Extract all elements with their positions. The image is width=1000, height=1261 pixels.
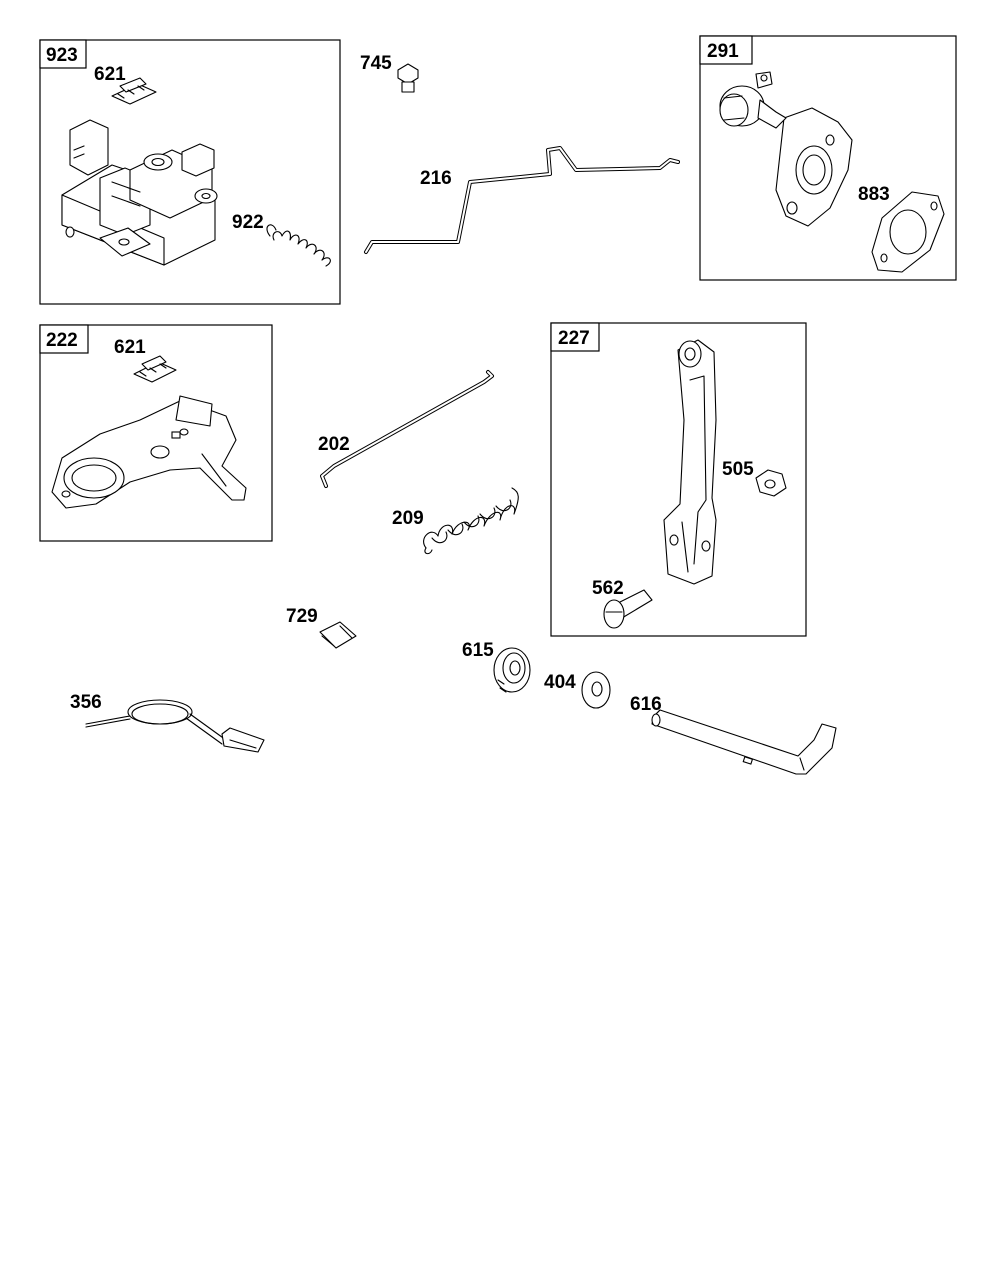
callout-404: 404	[544, 672, 576, 693]
callout-356: 356	[70, 692, 102, 713]
callout-621-b: 621	[114, 337, 146, 358]
part-291-choke-assembly	[719, 71, 853, 227]
assembly-box-222: 222	[39, 324, 273, 542]
callout-745: 745	[360, 53, 392, 74]
callout-616: 616	[630, 694, 662, 715]
part-222-control-bracket	[51, 395, 247, 509]
assembly-box-227: 227	[550, 322, 807, 637]
part-621-clip-b	[133, 355, 177, 383]
part-621-clip-a	[111, 77, 157, 105]
assembly-box-291: 291	[699, 35, 957, 281]
part-562-bolt	[603, 589, 653, 629]
box-222-number: 222	[46, 330, 78, 351]
part-505-nut	[755, 469, 787, 497]
part-227-governor-lever	[663, 339, 717, 585]
callout-729: 729	[286, 606, 318, 627]
part-202-governor-link	[320, 370, 494, 488]
callout-209: 209	[392, 508, 424, 529]
callout-621-a: 621	[94, 64, 126, 85]
callout-216: 216	[420, 168, 452, 189]
part-356-ground-wire	[85, 699, 265, 753]
part-216-link	[364, 146, 680, 254]
part-923-governor-control-bracket	[61, 119, 218, 266]
part-209-spring	[423, 487, 519, 555]
part-615-bushing	[493, 647, 531, 693]
part-616-shaft	[651, 709, 837, 775]
box-291-number: 291	[707, 41, 739, 62]
part-922-spring	[266, 224, 331, 267]
callout-202: 202	[318, 434, 350, 455]
part-404-washer	[581, 671, 611, 709]
part-745-screw	[397, 63, 419, 93]
box-227-number: 227	[558, 328, 590, 349]
callout-615: 615	[462, 640, 494, 661]
callout-562: 562	[592, 578, 624, 599]
part-883-gasket	[871, 191, 945, 273]
callout-505: 505	[722, 459, 754, 480]
callout-922: 922	[232, 212, 264, 233]
callout-883: 883	[858, 184, 890, 205]
part-729-clip	[319, 621, 357, 649]
box-923-number: 923	[46, 45, 78, 66]
assembly-box-923: 923	[39, 39, 341, 305]
